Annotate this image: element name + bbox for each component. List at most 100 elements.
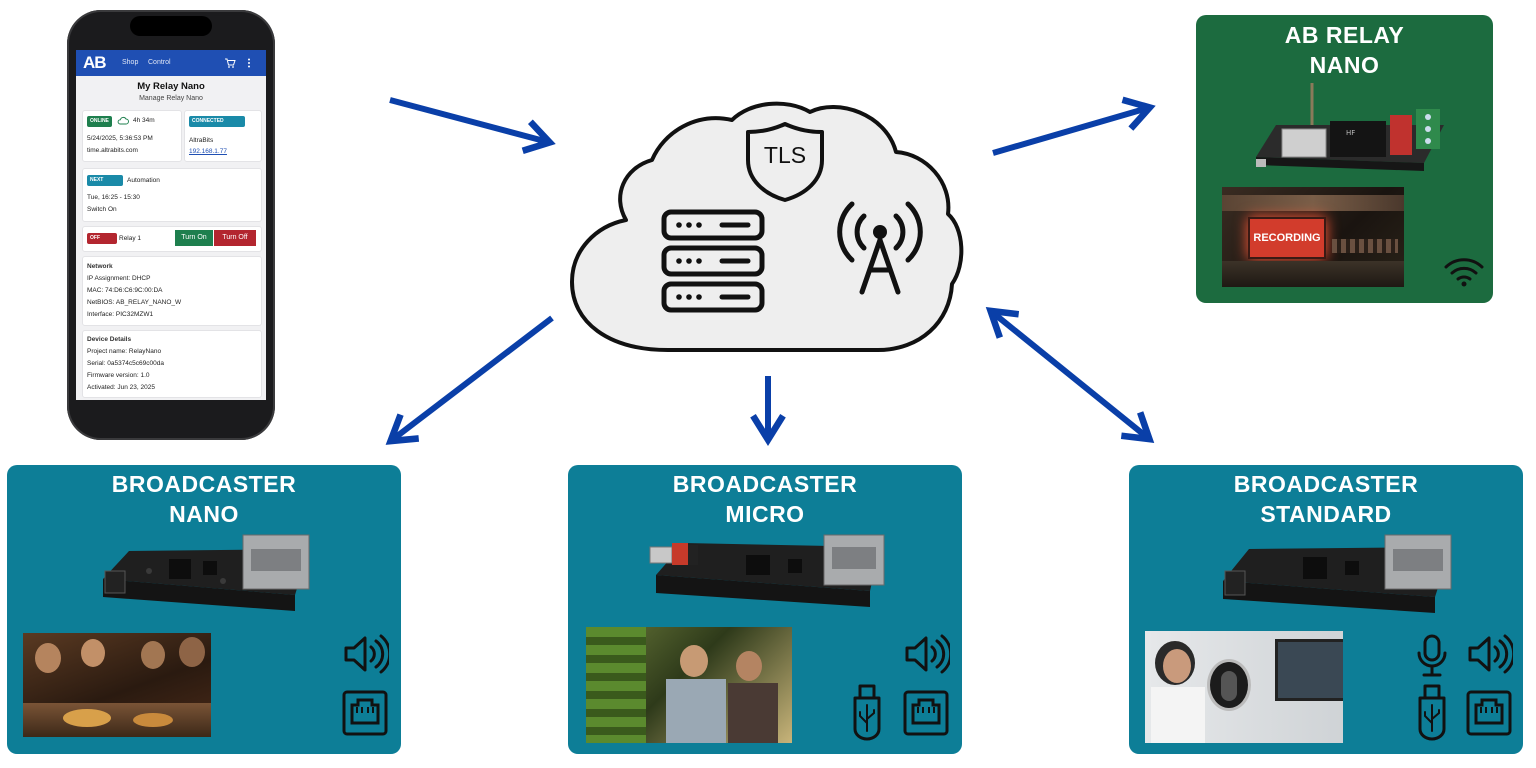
activated-text: Activated: Jun 23, 2025 [87,384,155,391]
project-name-text: Project name: RelayNano [87,348,162,355]
market-shoppers-photo [586,627,792,743]
device-details-card: Device Details Project name: RelayNano S… [82,330,262,398]
turn-on-button[interactable]: Turn On [175,230,213,246]
server-icon [661,209,765,313]
person-3 [141,641,165,669]
relay-board-image: HF [1256,83,1444,171]
next-label-text: Automation [127,177,160,184]
svg-text:HF: HF [1346,129,1355,137]
turn-off-button[interactable]: Turn Off [214,230,256,246]
produce-shelf [586,627,646,743]
phone-notch [130,16,212,36]
man-shopper [680,645,708,677]
recording-sign-photo: RECORDING [1222,187,1404,287]
tls-label: TLS [763,142,807,168]
arrow-cloud-to-nano [385,315,554,445]
host-shirt [1151,687,1205,743]
datetime-text: 5/24/2025, 5:36:53 PM [87,135,153,142]
app-bar: AB Shop Control [76,50,266,76]
firmware-text: Firmware version: 1.0 [87,372,150,379]
next-action-text: Switch On [87,206,117,213]
ip-address-link[interactable]: 192.168.1.77 [189,148,227,155]
standard-title-line2: STANDARD [1260,501,1392,527]
man-shirt [666,679,726,743]
speaker-icon [1468,634,1513,674]
arrow-phone-to-cloud [389,97,556,154]
device-subtitle: Manage Relay Nano [139,95,203,102]
woman-shopper [736,651,762,681]
speaker-icon [905,634,950,674]
antenna-icon [837,201,923,295]
time-source-text: time.altrabits.com [87,147,138,154]
arrow-cloud-standard-bidirectional [985,306,1155,444]
nano-title-line2: NANO [169,501,239,527]
usb-icon [853,684,881,741]
podcast-host-photo [1145,631,1343,743]
dining-friends-photo [23,633,211,737]
next-time-text: Tue, 16:25 - 15:30 [87,194,140,201]
monitor [1275,639,1343,701]
ethernet-icon [1466,690,1512,736]
nav-control[interactable]: Control [148,59,171,66]
serial-text: Serial: 0a5374c5c69c00da [87,360,164,367]
studio-desk [1222,261,1404,287]
relay-control-card: OFF Relay 1 Turn On Turn Off [82,226,262,252]
usb-icon [1418,684,1446,741]
nano-board-image [103,534,310,611]
more-menu-icon[interactable] [247,58,251,68]
studio-equipment [1332,239,1398,253]
app-logo[interactable]: AB [83,53,107,72]
online-badge: ONLINE [87,116,112,127]
ip-assignment-text: IP Assignment: DHCP [87,275,151,282]
micro-title-line1: BROADCASTER [672,471,858,497]
relay-nano-box: AB RELAY NANO HF RECORDING [1196,15,1493,303]
network-header: Network [87,263,113,270]
next-badge: NEXT [87,175,123,186]
network-card: Network IP Assignment: DHCP MAC: 74:D6:C… [82,256,262,326]
studio-microphone [1221,671,1237,701]
device-details-header: Device Details [87,336,132,343]
woman-host [1163,649,1191,683]
phone-screen: AB Shop Control My Relay Nano Manage Rel… [76,50,266,400]
ethernet-icon [342,690,388,736]
standard-title-line1: BROADCASTER [1233,471,1419,497]
relay-title-line2: NANO [1309,52,1380,78]
cloud-icon [117,116,129,125]
broadcaster-micro-box: BROADCASTER MICRO [568,465,962,754]
ceiling-beams [1222,195,1404,211]
shield-icon [746,122,824,202]
broadcaster-standard-box: BROADCASTER STANDARD [1129,465,1523,754]
standard-board-image [1223,534,1452,613]
connected-badge: CONNECTED [189,116,245,127]
wifi-icon [1444,258,1484,287]
nano-title-line1: BROADCASTER [111,471,297,497]
broadcaster-nano-box: BROADCASTER NANO [7,465,401,754]
connection-card: CONNECTED AltraBits 192.168.1.77 [184,110,262,162]
recording-sign: RECORDING [1248,217,1326,259]
mac-text: MAC: 74:D6:C6:9C:00:DA [87,287,163,294]
status-card: ONLINE 4h 34m 5/24/2025, 5:36:53 PM time… [82,110,182,162]
person-1 [35,643,61,673]
micro-board-image [649,534,885,607]
device-title: My Relay Nano [137,81,205,92]
relay-label: Relay 1 [119,235,142,242]
person-4 [179,637,205,667]
arrow-cloud-to-relay [992,96,1156,156]
ethernet-icon [903,690,949,736]
pizza [133,713,173,727]
interface-text: Interface: PIC32MZW1 [87,311,154,318]
relay-title-line1: AB RELAY [1284,22,1405,48]
cart-icon[interactable] [224,57,236,69]
dining-table [23,703,211,737]
pizza [63,709,111,727]
off-badge: OFF [87,233,117,244]
automation-card: NEXT Automation Tue, 16:25 - 15:30 Switc… [82,168,262,222]
woman-shirt [728,683,778,743]
micro-title-line2: MICRO [725,501,805,527]
network-name-text: AltraBits [189,137,214,144]
microphone-icon [1417,634,1447,677]
speaker-icon [344,634,389,674]
nav-shop[interactable]: Shop [122,59,139,66]
person-2 [81,639,105,667]
